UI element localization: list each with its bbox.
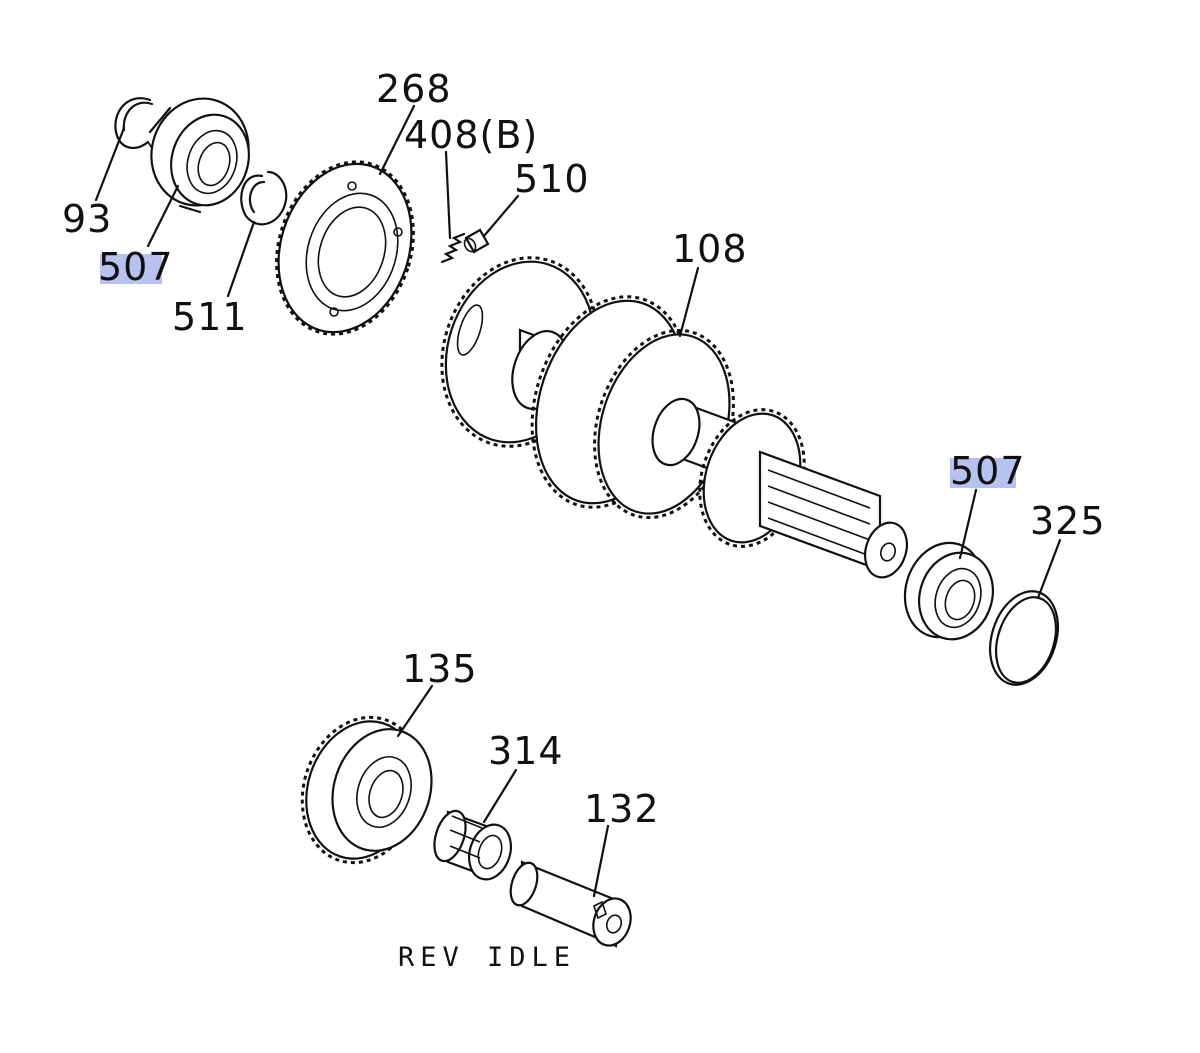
leader-132 bbox=[592, 824, 610, 898]
caption-rev-idle: REV IDLE bbox=[398, 942, 576, 973]
part-93-snap-ring[interactable] bbox=[114, 97, 154, 150]
callout-108[interactable]: 108 bbox=[672, 227, 748, 271]
part-314-needle-bearing[interactable] bbox=[429, 807, 518, 885]
part-268-sprocket[interactable] bbox=[255, 144, 435, 352]
leader-408b bbox=[444, 150, 452, 240]
part-511-snap-ring[interactable] bbox=[240, 170, 288, 226]
leader-511 bbox=[226, 220, 256, 298]
leader-135 bbox=[396, 684, 434, 738]
leader-507-left bbox=[146, 184, 180, 248]
part-510-pin[interactable] bbox=[462, 228, 490, 254]
callout-93[interactable]: 93 bbox=[62, 197, 112, 241]
part-135-reverse-idle-gear[interactable] bbox=[284, 702, 447, 879]
callout-132[interactable]: 132 bbox=[584, 787, 660, 831]
leader-268 bbox=[378, 104, 416, 176]
callout-511[interactable]: 511 bbox=[172, 295, 248, 339]
part-507-bearing-right[interactable] bbox=[893, 533, 1004, 649]
part-408b-spring[interactable] bbox=[440, 232, 466, 264]
callout-507-right[interactable]: 507 bbox=[950, 449, 1026, 493]
callout-314[interactable]: 314 bbox=[488, 729, 564, 773]
leader-507-right bbox=[958, 488, 978, 560]
leader-93 bbox=[94, 126, 126, 202]
leader-510 bbox=[482, 194, 520, 238]
part-325-ring[interactable] bbox=[979, 582, 1070, 693]
part-108-countershaft-gear-cluster[interactable] bbox=[418, 237, 914, 583]
leader-314 bbox=[482, 768, 518, 824]
part-132-idle-shaft[interactable] bbox=[506, 859, 637, 950]
highlight-507-right bbox=[950, 458, 1016, 488]
callout-268[interactable]: 268 bbox=[376, 67, 452, 111]
part-507-bearing-left[interactable] bbox=[138, 86, 263, 218]
leader-108 bbox=[678, 266, 700, 338]
callout-408b[interactable]: 408(B) bbox=[404, 113, 538, 157]
callout-510[interactable]: 510 bbox=[514, 157, 590, 201]
leader-325 bbox=[1036, 538, 1062, 600]
highlight-507-left bbox=[100, 254, 162, 284]
callout-507-left[interactable]: 507 bbox=[98, 245, 174, 289]
callout-135[interactable]: 135 bbox=[402, 647, 478, 691]
leader-lines bbox=[94, 104, 1062, 898]
callout-325[interactable]: 325 bbox=[1030, 499, 1106, 543]
